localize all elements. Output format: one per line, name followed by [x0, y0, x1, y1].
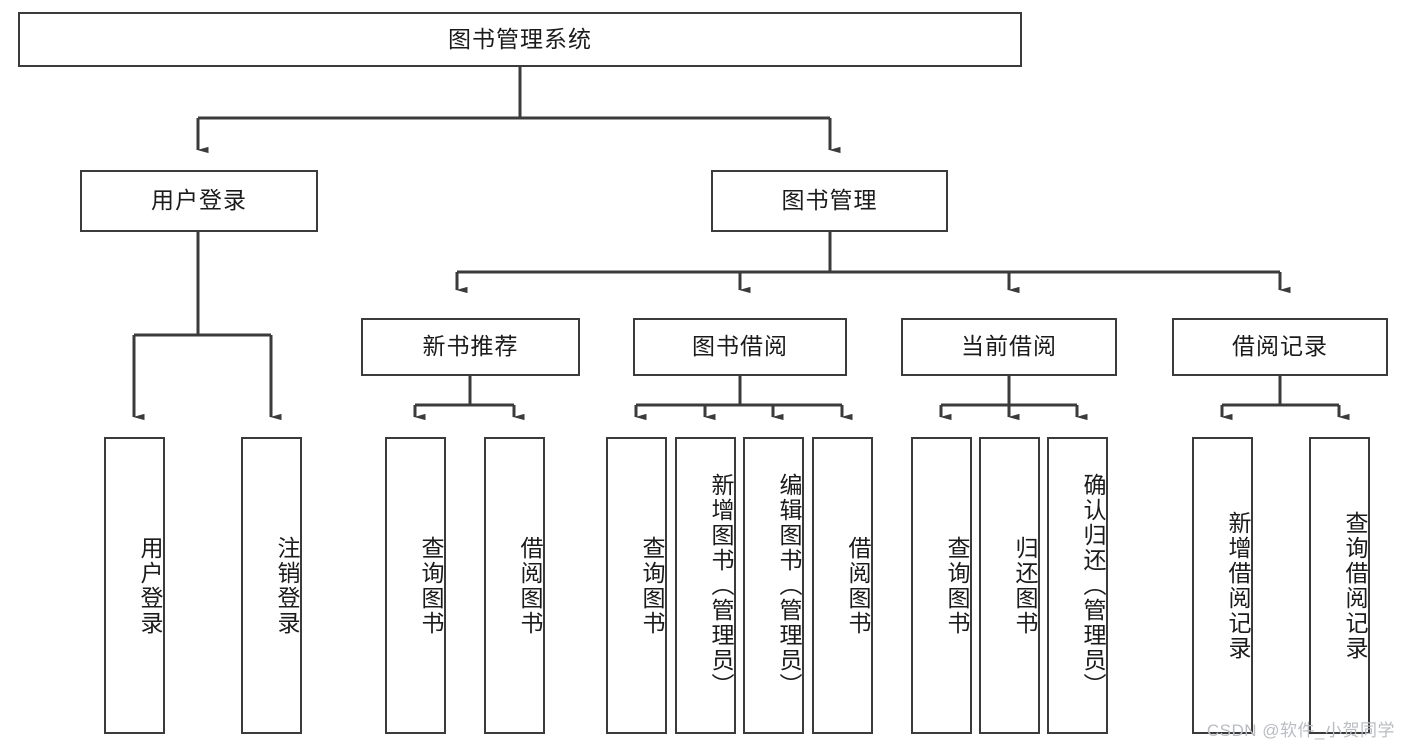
node-label: 新书推荐: [422, 333, 519, 360]
node-label: 新增借阅记录: [1225, 510, 1251, 661]
node-label: 编辑图书（管理员）: [776, 473, 802, 698]
node-root-book-management-system[interactable]: 图书管理系统: [18, 12, 1022, 67]
node-label: 新增图书（管理员）: [708, 473, 734, 698]
leaf-add-book-admin[interactable]: 新增图书（管理员）: [675, 437, 736, 734]
node-label: 查询图书: [944, 535, 970, 636]
node-label: 查询借阅记录: [1342, 510, 1368, 661]
node-borrow-record[interactable]: 借阅记录: [1172, 318, 1388, 376]
node-book-manage[interactable]: 图书管理: [711, 170, 948, 232]
leaf-query-book-recommend[interactable]: 查询图书: [385, 437, 446, 734]
node-label: 用户登录: [137, 535, 163, 636]
csdn-watermark: CSDN @软件_小贺同学: [1206, 721, 1395, 740]
leaf-user-login[interactable]: 用户登录: [104, 437, 165, 734]
node-label: 借阅图书: [517, 535, 543, 636]
leaf-query-borrow-record[interactable]: 查询借阅记录: [1309, 437, 1370, 734]
node-label: 查询图书: [639, 535, 665, 636]
node-label: 借阅记录: [1232, 333, 1328, 360]
leaf-query-book-current[interactable]: 查询图书: [911, 437, 972, 734]
leaf-add-borrow-record[interactable]: 新增借阅记录: [1192, 437, 1253, 734]
node-label: 借阅图书: [845, 535, 871, 636]
node-label: 图书管理: [781, 187, 878, 214]
leaf-borrow-book-recommend[interactable]: 借阅图书: [484, 437, 545, 734]
node-label: 图书管理系统: [448, 25, 592, 52]
node-label: 用户登录: [151, 187, 247, 214]
leaf-confirm-return-admin[interactable]: 确认归还（管理员）: [1047, 437, 1108, 734]
node-label: 查询图书: [418, 535, 444, 636]
leaf-query-book-borrow[interactable]: 查询图书: [606, 437, 667, 734]
node-label: 确认归还（管理员）: [1080, 473, 1106, 698]
node-new-book-recommend[interactable]: 新书推荐: [361, 318, 580, 376]
node-book-borrow[interactable]: 图书借阅: [633, 318, 847, 376]
node-label: 当前借阅: [961, 333, 1057, 360]
leaf-return-book[interactable]: 归还图书: [979, 437, 1040, 734]
node-user-login[interactable]: 用户登录: [80, 170, 318, 232]
node-current-borrow[interactable]: 当前借阅: [901, 318, 1117, 376]
leaf-edit-book-admin[interactable]: 编辑图书（管理员）: [743, 437, 804, 734]
leaf-logout-login[interactable]: 注销登录: [241, 437, 302, 734]
node-label: 归还图书: [1012, 535, 1038, 636]
leaf-borrow-book[interactable]: 借阅图书: [812, 437, 873, 734]
node-label: 注销登录: [274, 535, 300, 636]
node-label: 图书借阅: [692, 333, 788, 360]
